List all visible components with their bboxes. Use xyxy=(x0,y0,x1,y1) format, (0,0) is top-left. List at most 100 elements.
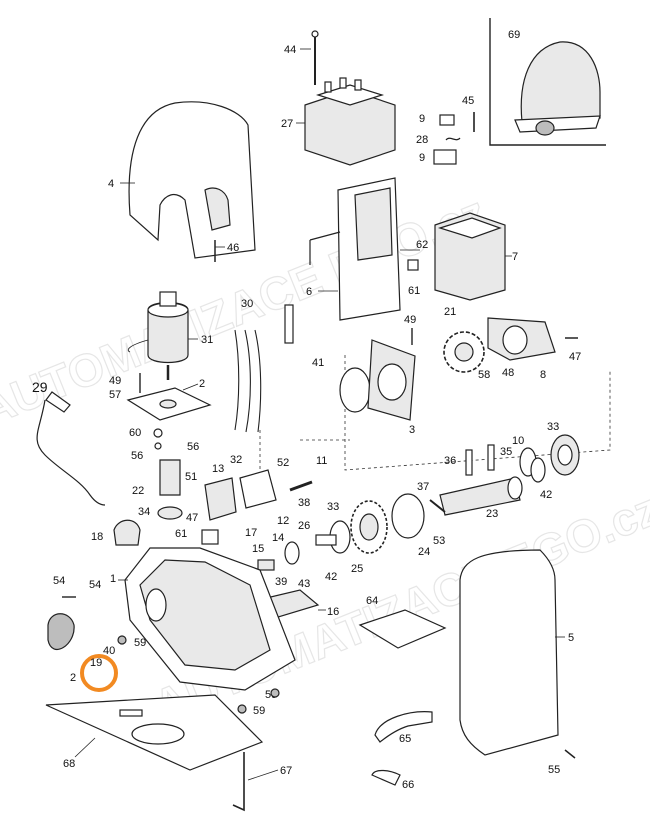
parts-9-28-45: 9 28 45 9 xyxy=(416,95,475,165)
label-64: 64 xyxy=(366,595,378,607)
part-6-plate: 6 xyxy=(306,177,401,321)
part-2-motor-plate: 2 49 57 xyxy=(109,373,212,421)
label-46: 46 xyxy=(227,242,239,254)
label-38: 38 xyxy=(298,497,310,509)
part-4-cover: 4 46 xyxy=(108,101,256,262)
label-36: 36 xyxy=(444,455,456,467)
label-14: 14 xyxy=(272,532,284,544)
label-13: 13 xyxy=(212,463,224,475)
label-18: 18 xyxy=(91,531,103,543)
label-61a: 61 xyxy=(408,285,420,297)
label-41: 41 xyxy=(312,357,324,369)
label-29: 29 xyxy=(32,379,48,395)
part-3-flange: 41 3 49 xyxy=(312,314,416,436)
part-5-outer-cover: 5 55 xyxy=(459,549,576,776)
label-15: 15 xyxy=(252,543,264,555)
label-35: 35 xyxy=(500,446,512,458)
label-17: 17 xyxy=(245,527,257,539)
label-68: 68 xyxy=(63,758,75,770)
highlight-circle xyxy=(80,654,118,692)
label-53: 53 xyxy=(433,535,445,547)
part-31-motor: 30 31 xyxy=(127,291,294,433)
label-5: 5 xyxy=(568,632,574,644)
label-66: 66 xyxy=(402,779,414,791)
label-3: 3 xyxy=(409,424,415,436)
parts-36-35-10-33: 36 35 10 33 42 xyxy=(444,421,580,501)
label-4: 4 xyxy=(108,178,114,190)
label-31: 31 xyxy=(201,334,213,346)
part-64-instructions: 64 xyxy=(358,595,447,649)
parts-limit-switch-cluster: 13 51 32 17 52 12 38 11 xyxy=(185,454,327,539)
label-16: 16 xyxy=(327,606,339,618)
label-27: 27 xyxy=(281,118,293,130)
label-69: 69 xyxy=(508,29,520,41)
label-23: 23 xyxy=(486,508,498,520)
label-47a: 47 xyxy=(569,351,581,363)
highlight-callout-19: 19 xyxy=(80,654,118,692)
part-18-knob: 18 47 61 xyxy=(91,512,219,546)
label-32: 32 xyxy=(230,454,242,466)
label-67: 67 xyxy=(280,765,292,777)
parts-60-56-22-34: 60 56 56 22 34 xyxy=(129,427,199,520)
label-60: 60 xyxy=(129,427,141,439)
label-59c: 59 xyxy=(253,705,265,717)
part-23-shaft: 23 37 24 53 xyxy=(391,476,523,558)
label-1: 1 xyxy=(110,573,116,585)
label-2a: 2 xyxy=(199,378,205,390)
part-68-base-plate: 68 67 xyxy=(45,694,292,812)
label-19: 19 xyxy=(90,657,102,669)
label-11: 11 xyxy=(316,455,327,467)
label-40: 40 xyxy=(103,645,115,657)
part-29-power-cable: 29 xyxy=(32,379,106,506)
label-59a: 59 xyxy=(134,637,146,649)
label-9b: 9 xyxy=(419,152,425,164)
label-34: 34 xyxy=(138,506,150,518)
part-27-transformer: 27 xyxy=(281,77,396,166)
label-62: 62 xyxy=(416,239,428,251)
label-51: 51 xyxy=(185,471,197,483)
label-56a: 56 xyxy=(131,450,143,462)
parts-54-40-59: 54 54 40 59 59 59 2 xyxy=(47,575,280,717)
label-6: 6 xyxy=(306,286,312,298)
label-33a: 33 xyxy=(547,421,559,433)
label-21: 21 xyxy=(444,306,456,318)
label-22: 22 xyxy=(132,485,144,497)
parts-65-66-release-key: 65 66 xyxy=(371,711,433,791)
label-65: 65 xyxy=(399,733,411,745)
part-7-control-board: 7 62 61 xyxy=(400,212,518,301)
label-61b: 61 xyxy=(175,528,187,540)
label-42b: 42 xyxy=(325,571,337,583)
inset-gear-icon xyxy=(535,120,555,136)
part-1-housing: 1 xyxy=(110,547,296,691)
label-49a: 49 xyxy=(109,375,121,387)
label-8: 8 xyxy=(540,369,546,381)
label-33b: 33 xyxy=(327,501,339,513)
label-43: 43 xyxy=(298,578,310,590)
label-9a: 9 xyxy=(419,113,425,125)
label-37: 37 xyxy=(417,481,429,493)
label-39: 39 xyxy=(275,576,287,588)
label-54a: 54 xyxy=(53,575,65,587)
label-44: 44 xyxy=(284,44,296,56)
label-58: 58 xyxy=(478,369,490,381)
label-30: 30 xyxy=(241,298,253,310)
label-49b: 49 xyxy=(404,314,416,326)
label-47b: 47 xyxy=(186,512,198,524)
part-44-screw: 44 xyxy=(284,30,319,85)
label-45: 45 xyxy=(462,95,474,107)
label-56b: 56 xyxy=(187,441,199,453)
label-26: 26 xyxy=(298,520,310,532)
label-10: 10 xyxy=(512,435,524,447)
label-12: 12 xyxy=(277,515,289,527)
label-24: 24 xyxy=(418,546,430,558)
part-21-gear: 21 58 48 8 47 xyxy=(443,306,581,381)
label-7: 7 xyxy=(512,251,518,263)
label-42a: 42 xyxy=(540,489,552,501)
label-48: 48 xyxy=(502,367,514,379)
label-25: 25 xyxy=(351,563,363,575)
label-52: 52 xyxy=(277,457,289,469)
label-54b: 54 xyxy=(89,579,101,591)
label-28: 28 xyxy=(416,134,428,146)
label-2b: 2 xyxy=(70,672,76,684)
